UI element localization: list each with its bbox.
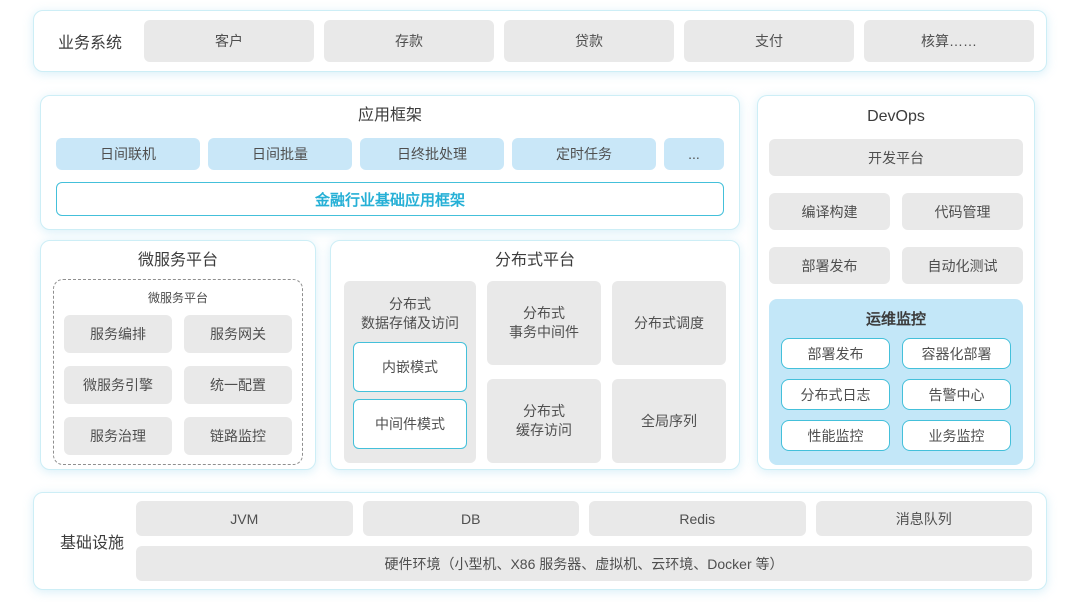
distributed-storage-group: 分布式 数据存储及访问 内嵌模式 中间件模式 [344,281,476,463]
monitor-containerized-deploy: 容器化部署 [902,338,1011,369]
ops-monitoring-panel: 运维监控 部署发布 容器化部署 分布式日志 告警中心 性能监控 业务监控 [769,299,1023,465]
tool-build: 编译构建 [769,193,890,230]
hardware-environment-box: 硬件环境（小型机、X86 服务器、虚拟机、云环境、Docker 等） [136,546,1032,581]
devops-tools-row-1: 编译构建 代码管理 [769,193,1023,230]
tool-automated-testing: 自动化测试 [902,247,1023,284]
infrastructure-panel: 基础设施 JVM DB Redis 消息队列 硬件环境（小型机、X86 服务器、… [33,492,1047,590]
microservice-row-2: 微服务引擎 统一配置 [64,366,292,404]
app-framework-panel: 应用框架 日间联机 日间批量 日终批处理 定时任务 ... 金融行业基础应用框架 [40,95,740,230]
distributed-platform-panel: 分布式平台 分布式 数据存储及访问 内嵌模式 中间件模式 分布式 事务中间件 分… [330,240,740,470]
embedded-mode-box: 内嵌模式 [353,341,467,392]
service-orchestration: 服务编排 [64,315,172,353]
unified-config: 统一配置 [184,366,292,404]
monitor-deploy-release: 部署发布 [781,338,890,369]
service-governance: 服务治理 [64,417,172,455]
ops-monitoring-row-3: 性能监控 业务监控 [781,420,1011,451]
business-item-customer: 客户 [144,20,314,62]
module-eod-batch: 日终批处理 [360,138,504,170]
business-item-loan: 贷款 [504,20,674,62]
business-systems-label: 业务系统 [57,35,122,52]
infrastructure-label: 基础设施 [59,535,124,552]
microservice-inner-group: 微服务平台 服务编排 服务网关 微服务引擎 统一配置 服务治理 链路监控 [53,279,303,465]
module-daytime-batch: 日间批量 [208,138,352,170]
ops-monitoring-title: 运维监控 [865,311,926,328]
devops-title: DevOps [867,108,925,125]
middleware-mode-box: 中间件模式 [353,398,467,449]
business-item-payment: 支付 [684,20,854,62]
global-sequence: 全局序列 [612,379,726,463]
infra-db: DB [362,501,579,536]
ops-monitoring-row-2: 分布式日志 告警中心 [781,379,1011,410]
devops-tools-row-2: 部署发布 自动化测试 [769,247,1023,284]
module-scheduled-tasks: 定时任务 [512,138,656,170]
app-framework-modules-row: 日间联机 日间批量 日终批处理 定时任务 ... [56,138,724,170]
distributed-platform-title: 分布式平台 [494,252,575,269]
monitor-performance: 性能监控 [781,420,890,451]
service-gateway: 服务网关 [184,315,292,353]
monitor-alert-center: 告警中心 [902,379,1011,410]
microservice-platform-title: 微服务平台 [137,252,218,269]
business-systems-panel: 业务系统 客户 存款 贷款 支付 核算…… [33,10,1047,72]
module-more-ellipsis: ... [664,138,724,170]
devops-panel: DevOps 开发平台 编译构建 代码管理 部署发布 自动化测试 运维监控 部署… [757,95,1035,470]
infrastructure-stack: JVM DB Redis 消息队列 硬件环境（小型机、X86 服务器、虚拟机、云… [136,501,1032,581]
microservice-platform-panel: 微服务平台 微服务平台 服务编排 服务网关 微服务引擎 统一配置 服务治理 链路… [40,240,316,470]
trace-monitoring: 链路监控 [184,417,292,455]
monitor-business: 业务监控 [902,420,1011,451]
infra-message-queue: 消息队列 [815,501,1032,536]
tool-deploy-release: 部署发布 [769,247,890,284]
infra-redis: Redis [589,501,806,536]
distributed-cache-access: 分布式 缓存访问 [487,379,601,463]
distributed-storage-label: 分布式 数据存储及访问 [361,296,459,331]
ops-monitoring-row-1: 部署发布 容器化部署 [781,338,1011,369]
distributed-right-column: 分布式调度 全局序列 [612,281,726,463]
distributed-transaction-middleware: 分布式 事务中间件 [487,281,601,365]
base-framework-box: 金融行业基础应用框架 [56,182,724,216]
microservice-inner-title: 微服务平台 [147,291,208,305]
app-framework-title: 应用框架 [357,107,422,124]
microservice-row-1: 服务编排 服务网关 [64,315,292,353]
tool-code-management: 代码管理 [902,193,1023,230]
monitor-distributed-logs: 分布式日志 [781,379,890,410]
microservice-row-3: 服务治理 链路监控 [64,417,292,455]
distributed-middle-column: 分布式 事务中间件 分布式 缓存访问 [487,281,601,463]
module-daytime-online: 日间联机 [56,138,200,170]
infrastructure-row: JVM DB Redis 消息队列 [136,501,1032,536]
distributed-columns: 分布式 数据存储及访问 内嵌模式 中间件模式 分布式 事务中间件 分布式 缓存访… [344,281,726,463]
dev-platform-box: 开发平台 [769,139,1023,176]
distributed-scheduling: 分布式调度 [612,281,726,365]
microservice-engine: 微服务引擎 [64,366,172,404]
business-item-accounting: 核算…… [864,20,1034,62]
business-item-deposit: 存款 [324,20,494,62]
infra-jvm: JVM [136,501,353,536]
